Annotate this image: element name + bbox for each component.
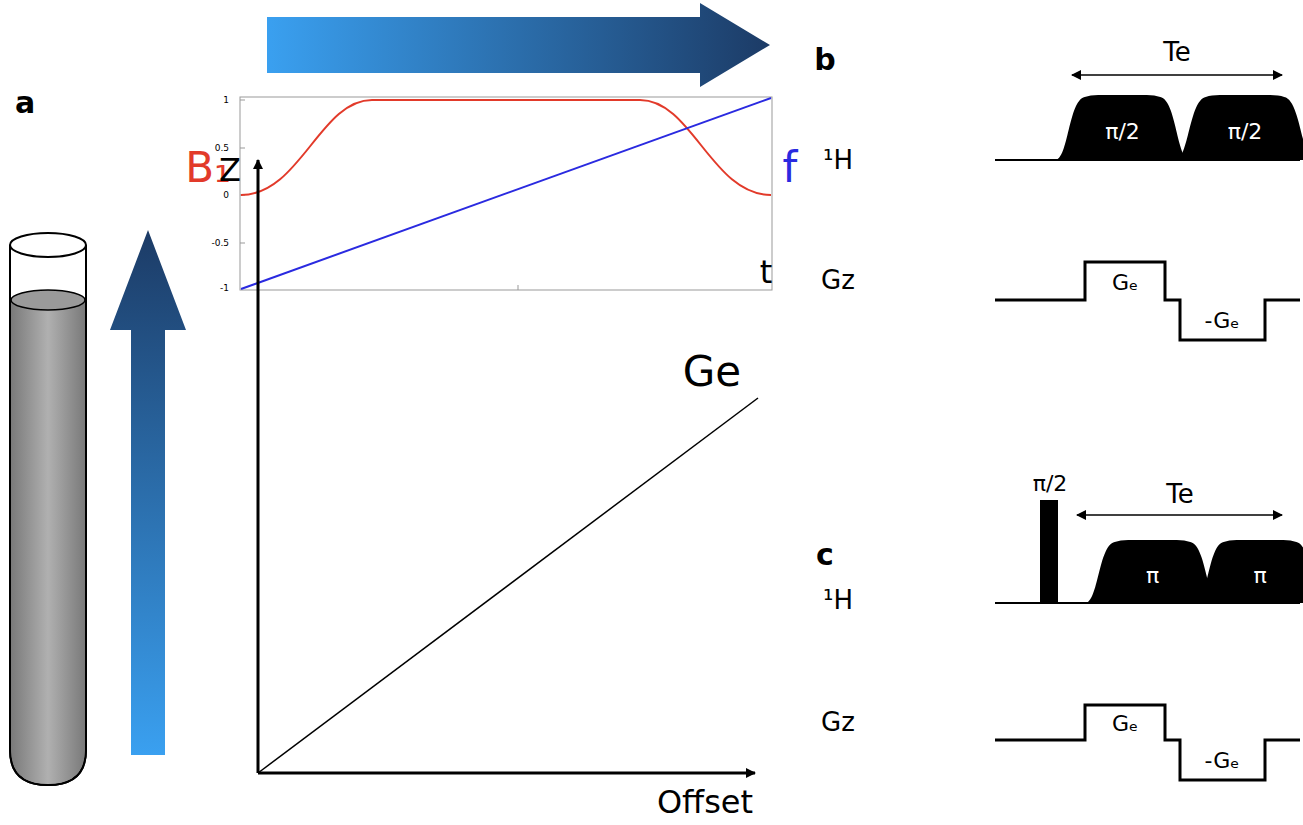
gradient-lobe-label: Gₑ bbox=[1112, 713, 1138, 735]
b1-amplitude-curve bbox=[241, 100, 771, 195]
time-axis-label: t bbox=[760, 256, 773, 288]
pulse-label: π bbox=[1085, 565, 1220, 587]
gradient-arrow bbox=[110, 230, 186, 755]
pulse-label: π/2 bbox=[1033, 473, 1068, 495]
pulse-label: π bbox=[1195, 565, 1303, 587]
shaped-pulse: π/2 bbox=[1175, 95, 1303, 160]
nucleus-label: ¹H bbox=[823, 147, 853, 173]
pulse-label: π/2 bbox=[1175, 121, 1303, 143]
axis-tick: -1 bbox=[220, 284, 229, 293]
gradient-line bbox=[258, 398, 758, 773]
nmr-tube bbox=[10, 245, 86, 785]
sample-liquid bbox=[11, 300, 85, 784]
panel-letter: c bbox=[816, 540, 834, 570]
gradient-waveform bbox=[995, 705, 1300, 780]
axis-tick: 0 bbox=[223, 191, 229, 200]
shaped-pulse: π bbox=[1195, 540, 1303, 603]
gradient-lobe-label: Gₑ bbox=[1112, 272, 1138, 294]
sweep-arrow bbox=[267, 3, 770, 87]
frequency-sweep-line bbox=[241, 98, 771, 289]
te-arrow bbox=[1072, 74, 1282, 76]
nucleus-label: ¹H bbox=[823, 587, 853, 613]
te-label: Te bbox=[1166, 481, 1193, 507]
z-axis-label: Z bbox=[219, 154, 241, 186]
panel-letter: b bbox=[814, 45, 835, 75]
gradient-axis-label: Gz bbox=[821, 709, 855, 735]
pulse-label: π/2 bbox=[1055, 121, 1190, 143]
gradient-axis-label: Gz bbox=[821, 267, 855, 293]
axis-tick: -0.5 bbox=[211, 239, 229, 248]
f-label: f bbox=[783, 147, 798, 189]
gradient-label: Ge bbox=[683, 351, 741, 393]
gradient-lobe-label: -Gₑ bbox=[1205, 310, 1240, 332]
te-arrow bbox=[1077, 514, 1282, 516]
panel-letter: a bbox=[15, 88, 35, 118]
axis-tick: 1 bbox=[223, 96, 229, 105]
hard-pulse bbox=[1040, 500, 1058, 603]
z-axis bbox=[257, 160, 260, 773]
axis-tick: 0.5 bbox=[215, 144, 229, 153]
plot-frame bbox=[240, 97, 772, 290]
te-label: Te bbox=[1163, 39, 1190, 65]
gradient-lobe-label: -Gₑ bbox=[1205, 750, 1240, 772]
offset-axis-label: Offset bbox=[657, 786, 753, 818]
shaped-pulse: π/2 bbox=[1055, 95, 1190, 160]
gradient-waveform bbox=[995, 262, 1300, 340]
shaped-pulse: π bbox=[1085, 540, 1220, 603]
offset-axis bbox=[258, 772, 755, 775]
